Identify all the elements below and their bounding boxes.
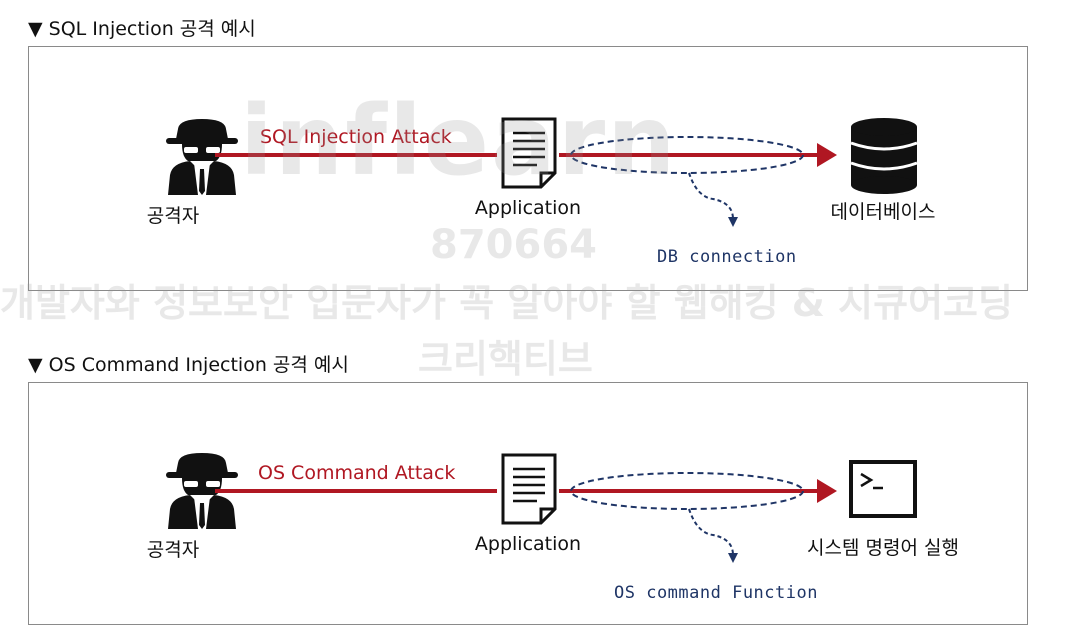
target-label: 데이터베이스 — [830, 201, 936, 223]
section-title-os-command: ▼ OS Command Injection 공격 예시 — [28, 354, 349, 376]
attacker-label: 공격자 — [146, 539, 200, 561]
document-icon — [497, 451, 559, 525]
connection-note-label: DB connection — [657, 247, 797, 267]
document-icon — [497, 115, 559, 189]
sql-injection-panel: 공격자 SQL Injection Attack Application 데이터… — [28, 46, 1028, 291]
database-icon — [850, 118, 918, 194]
note-pointer — [688, 508, 734, 556]
watermark-author: 크리핵티브 — [418, 337, 593, 381]
attack-label: SQL Injection Attack — [260, 126, 452, 148]
function-note-label: OS command Function — [614, 583, 818, 603]
section-title-sql: ▼ SQL Injection 공격 예시 — [28, 18, 256, 40]
attack-label: OS Command Attack — [258, 462, 456, 484]
note-pointer — [688, 172, 734, 220]
attacker-label: 공격자 — [146, 205, 200, 227]
application-label: Application — [474, 197, 582, 219]
terminal-icon — [849, 460, 917, 518]
connection-ellipse — [570, 136, 804, 174]
note-pointer-head — [728, 217, 738, 227]
os-command-panel: 공격자 OS Command Attack Application 시스템 명령… — [28, 382, 1028, 625]
attack-arrowhead — [817, 479, 837, 503]
os-command-diagram — [166, 451, 917, 563]
hacker-icon — [166, 453, 238, 529]
hacker-icon — [166, 119, 238, 195]
sql-injection-diagram — [166, 115, 918, 227]
note-pointer-head — [728, 553, 738, 563]
target-label: 시스템 명령어 실행 — [807, 537, 959, 559]
attack-arrowhead — [817, 143, 837, 167]
application-label: Application — [474, 533, 582, 555]
function-ellipse — [570, 472, 804, 510]
